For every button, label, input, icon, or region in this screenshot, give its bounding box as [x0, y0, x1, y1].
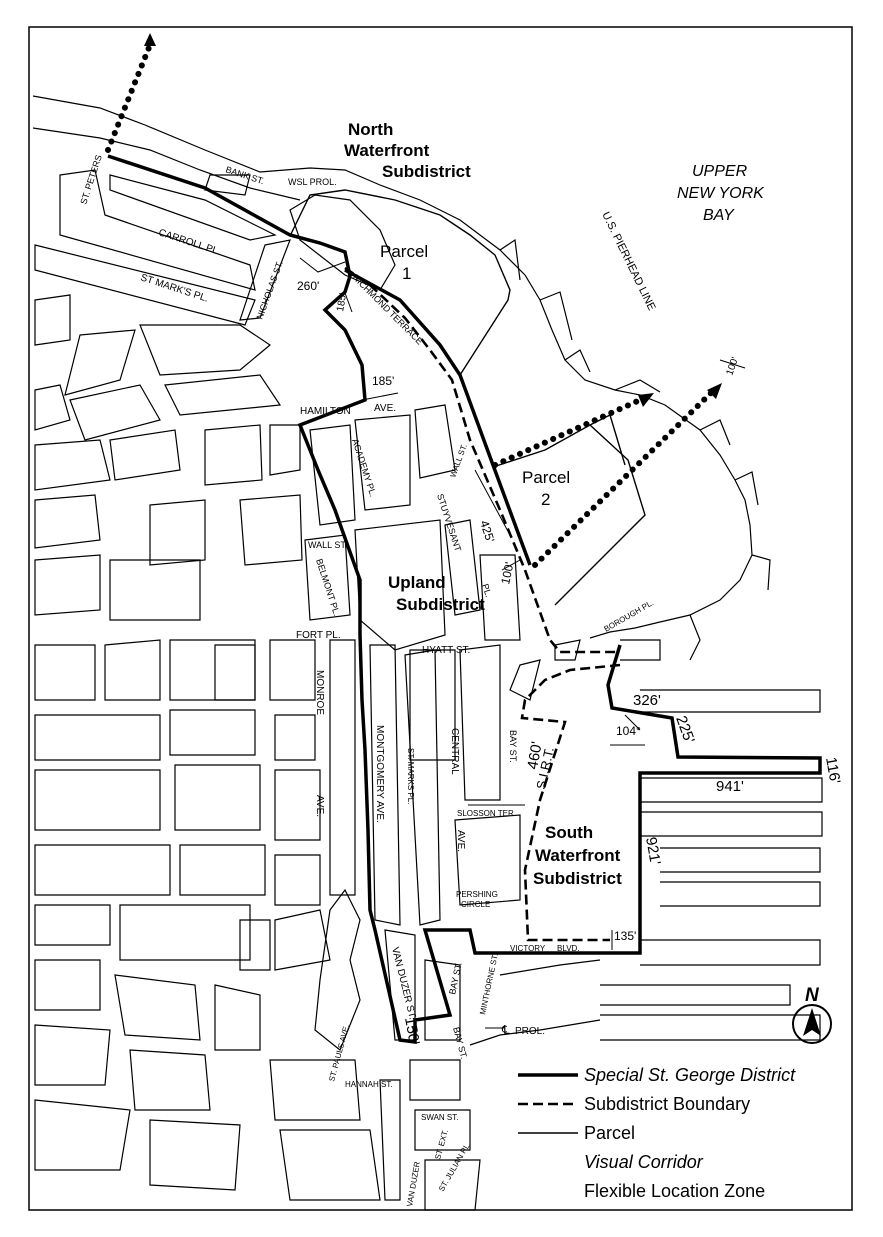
legend: Special St. George District Subdistrict …: [518, 1065, 796, 1201]
shoreline: [32, 95, 823, 1046]
pershing-circle-label-2: CIRCLE: [461, 900, 490, 909]
upper-bay-label-2: NEW YORK: [677, 185, 765, 202]
dim-135: 135': [614, 929, 636, 943]
dim-425: 425': [477, 519, 497, 545]
visual-corridor-north: [105, 42, 153, 153]
north-subdistrict-label-3: Subdistrict: [382, 162, 471, 181]
carroll-pl-label: CARROLL PL.: [157, 227, 222, 257]
bay-st-mid-label: BAY ST.: [447, 961, 464, 995]
cl-prol-label: PROL.: [515, 1026, 545, 1037]
dim-150: 150': [401, 1016, 423, 1047]
parcel-1-label-1: Parcel: [380, 242, 428, 261]
victory-blvd-label-2: BLVD.: [557, 944, 580, 953]
dim-116: 116': [822, 756, 843, 785]
bay-st-upper-label: BAY ST.: [508, 730, 518, 763]
parcel-1-label-2: 1: [402, 264, 411, 283]
visual-corridor-b-arrowhead: [707, 383, 722, 399]
cl-symbol: ℄: [501, 1023, 510, 1037]
upland-subdistrict-label-1: Upland: [388, 573, 446, 592]
monroe-ave-label: MONROE: [314, 670, 325, 715]
bay-st-lower-label: BAY ST.: [451, 1026, 469, 1060]
city-blocks: [34, 169, 581, 1211]
belmont-pl-label: BELMONT PL.: [314, 558, 342, 618]
victory-blvd-label: VICTORY: [510, 944, 546, 953]
south-subdistrict-label-2: Waterfront: [535, 846, 621, 865]
upland-subdistrict-label-2: Subdistrict: [396, 595, 485, 614]
swan-st-label: SWAN ST.: [421, 1113, 458, 1122]
nicholas-st-label: NICHOLAS ST.: [254, 259, 284, 320]
richmond-terrace-label: RICHMOND TERRACE: [351, 272, 425, 346]
dim-326: 326': [633, 692, 661, 709]
dim-941: 941': [716, 778, 744, 795]
north-subdistrict-label-1: North: [348, 120, 393, 139]
dimension-leaders: [299, 257, 746, 1029]
wsl-prol-label: WSL PROL.: [288, 177, 337, 187]
north-arrow-circle: [792, 1004, 832, 1044]
legend-label-parcel: Parcel: [584, 1123, 635, 1143]
hannah-st-label: HANNAH ST.: [345, 1080, 393, 1089]
dim-104: 104°: [616, 724, 641, 738]
legend-label-flexible-zone: Flexible Location Zone: [584, 1181, 765, 1201]
special-district-boundary: [107, 154, 822, 1044]
hyatt-st-label: HYATT ST.: [422, 645, 470, 656]
visual-corridor-a-arrowhead: [638, 393, 654, 407]
stuyvesant-pl-label: STUYVESANT: [435, 493, 463, 554]
south-subdistrict-label-1: South: [545, 823, 593, 842]
dim-100-a: 100': [498, 561, 516, 586]
dim-260: 260': [297, 279, 319, 293]
upper-bay-label-1: UPPER: [692, 163, 748, 180]
slosson-ter-label: SLOSSON TER.: [457, 809, 516, 818]
dim-921: 921': [642, 836, 664, 867]
bank-st-label: BANK ST.: [224, 164, 265, 186]
st-peters-label: ST. PETERS: [78, 154, 103, 206]
visual-corridor-parcel2-a: [492, 397, 643, 468]
north-subdistrict-label-2: Waterfront: [344, 141, 430, 160]
montgomery-ave-label: MONTGOMERY AVE.: [374, 725, 385, 823]
north-arrow: N: [792, 985, 832, 1044]
fort-pl-label: FORT PL.: [296, 630, 341, 641]
dim-460: 460': [524, 740, 546, 771]
legend-label-district: Special St. George District: [584, 1065, 796, 1085]
minthorne-st-label: MINTHORNE ST.: [478, 953, 500, 1016]
central-ave-label-2: AVE.: [455, 830, 466, 852]
hamilton-ave-label-2: AVE.: [374, 403, 396, 414]
upper-bay-label-3: BAY: [703, 207, 735, 224]
subdistrict-boundary: [344, 266, 620, 654]
visual-corridors: [105, 33, 722, 568]
st-ext-label: ST. EXT.: [433, 1129, 450, 1161]
stuyvesant-pl-label-2: PL.: [480, 583, 494, 599]
academy-pl-label: ACADEMY PL.: [350, 438, 378, 498]
hamilton-ave-label: HAMILTON: [300, 406, 351, 417]
special-district-boundary-east: [344, 268, 532, 566]
st-pauls-ave-label: ST. PAULS AVE.: [327, 1023, 351, 1082]
legend-label-visual-corridor: Visual Corridor: [584, 1152, 704, 1172]
st-marks-pl2-label: ST. MARKS PL.: [406, 748, 415, 804]
parcel-2-label-2: 2: [541, 490, 550, 509]
pierhead-line-label: U.S. PIERHEAD LINE: [599, 210, 657, 313]
wall-st-label: WALL ST.: [308, 540, 347, 550]
central-ave-label: CENTRAL: [449, 728, 460, 775]
subdistrict-boundary-south: [520, 663, 621, 942]
dim-185-b: 185': [372, 374, 394, 388]
van-duzer-lower-label: VAN DUZER: [405, 1161, 422, 1208]
legend-label-subdistrict: Subdistrict Boundary: [584, 1094, 750, 1114]
parcel-2-label-1: Parcel: [522, 468, 570, 487]
pershing-circle-label: PERSHING: [456, 890, 498, 899]
dim-185-a: 185': [335, 292, 349, 312]
north-arrow-pointer: [803, 1008, 821, 1036]
map-border: [28, 26, 853, 1211]
monroe-ave-label-2: AVE.: [314, 795, 325, 817]
south-subdistrict-label-3: Subdistrict: [533, 869, 622, 888]
visual-corridor-north-arrowhead: [144, 33, 156, 46]
north-arrow-label: N: [805, 985, 820, 1006]
